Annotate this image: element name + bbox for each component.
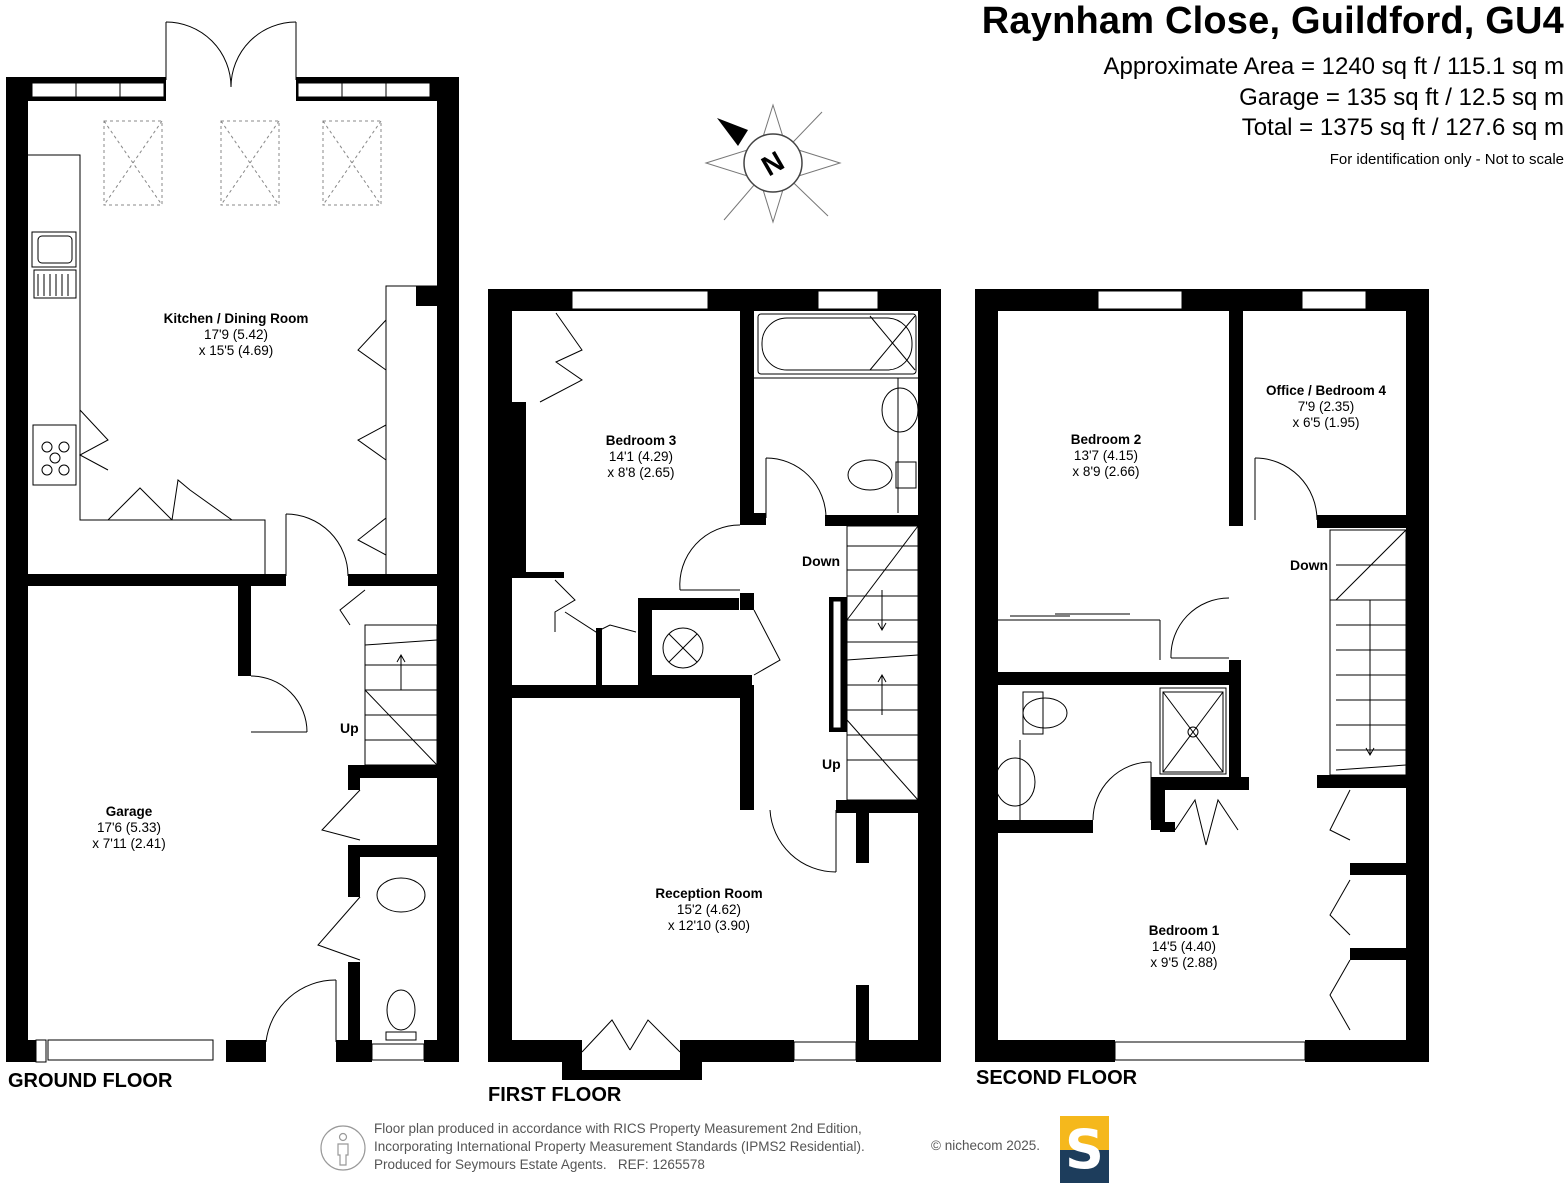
footer-line: Incorporating International Property Mea… xyxy=(374,1139,865,1154)
room-dimension: x 9'5 (2.88) xyxy=(1150,955,1218,970)
stair-label-up: Up xyxy=(340,720,359,736)
second-floor-plan xyxy=(975,289,1429,1062)
room-name: Bedroom 1 xyxy=(1148,923,1220,938)
property-title: Raynham Close, Guildford, GU4 xyxy=(981,0,1564,42)
room-dimension: 13'7 (4.15) xyxy=(1073,448,1139,463)
compass-rose xyxy=(704,103,842,224)
room-name: Office / Bedroom 4 xyxy=(1265,383,1387,398)
room-reception: Reception Room 15'2 (4.62) x 12'10 (3.90… xyxy=(655,886,762,934)
room-dimension: 15'2 (4.62) xyxy=(676,902,742,917)
footer-line: Floor plan produced in accordance with R… xyxy=(374,1121,862,1136)
total-area: Total = 1375 sq ft / 127.6 sq m xyxy=(1241,114,1564,141)
room-bedroom-3: Bedroom 3 14'1 (4.29) x 8'8 (2.65) xyxy=(606,433,677,481)
floor-label-second: SECOND FLOOR xyxy=(976,1067,1138,1089)
room-dimension: 17'6 (5.33) xyxy=(96,820,162,835)
identification-note: For identification only - Not to scale xyxy=(1329,151,1564,168)
seymours-logo: S xyxy=(1060,1116,1109,1183)
room-name: Bedroom 3 xyxy=(605,433,677,448)
room-name: Bedroom 2 xyxy=(1070,432,1142,447)
room-dimension: x 6'5 (1.95) xyxy=(1292,415,1360,430)
copyright-text: © nichecom 2025. xyxy=(931,1138,1041,1153)
room-dimension: 7'9 (2.35) xyxy=(1297,399,1355,414)
stair-label-up: Up xyxy=(822,756,841,772)
room-name: Reception Room xyxy=(655,886,763,901)
first-floor-plan xyxy=(488,289,941,1080)
logo-letter: S xyxy=(1065,1118,1104,1181)
person-scale-icon xyxy=(320,1125,366,1171)
room-dimension: x 8'8 (2.65) xyxy=(607,465,675,480)
room-dimension: x 7'11 (2.41) xyxy=(92,836,166,851)
room-dimension: x 15'5 (4.69) xyxy=(198,343,274,358)
logo-top-block xyxy=(1060,1116,1109,1150)
floor-label-first: FIRST FLOOR xyxy=(488,1084,622,1106)
room-bedroom-1: Bedroom 1 14'5 (4.40) x 9'5 (2.88) xyxy=(1149,923,1220,971)
room-dimension: 14'5 (4.40) xyxy=(1151,939,1217,954)
room-name: Garage xyxy=(105,804,153,819)
floor-label-ground: GROUND FLOOR xyxy=(8,1070,173,1092)
garage-area: Garage = 135 sq ft / 12.5 sq m xyxy=(1239,84,1564,111)
room-garage: Garage 17'6 (5.33) x 7'11 (2.41) xyxy=(92,804,166,852)
stair-label-down: Down xyxy=(1290,557,1329,573)
room-dimension: 14'1 (4.29) xyxy=(608,449,674,464)
stair-label-down: Down xyxy=(802,553,841,569)
room-dimension: x 12'10 (3.90) xyxy=(667,918,751,933)
footer-line: Produced for Seymours Estate Agents. REF… xyxy=(374,1157,705,1172)
logo-bottom-block xyxy=(1060,1150,1109,1183)
room-bedroom-2: Bedroom 2 13'7 (4.15) x 8'9 (2.66) xyxy=(1071,432,1142,480)
room-dimension: x 8'9 (2.66) xyxy=(1072,464,1140,479)
room-office-bedroom-4: Office / Bedroom 4 7'9 (2.35) x 6'5 (1.9… xyxy=(1266,383,1386,431)
footer-disclaimer: Floor plan produced in accordance with R… xyxy=(374,1120,865,1174)
ground-floor-plan xyxy=(6,21,459,1063)
room-name: Kitchen / Dining Room xyxy=(163,311,309,326)
approximate-area: Approximate Area = 1240 sq ft / 115.1 sq… xyxy=(1103,53,1565,80)
room-dimension: 17'9 (5.42) xyxy=(203,327,269,342)
room-kitchen-dining: Kitchen / Dining Room 17'9 (5.42) x 15'5… xyxy=(164,311,309,359)
